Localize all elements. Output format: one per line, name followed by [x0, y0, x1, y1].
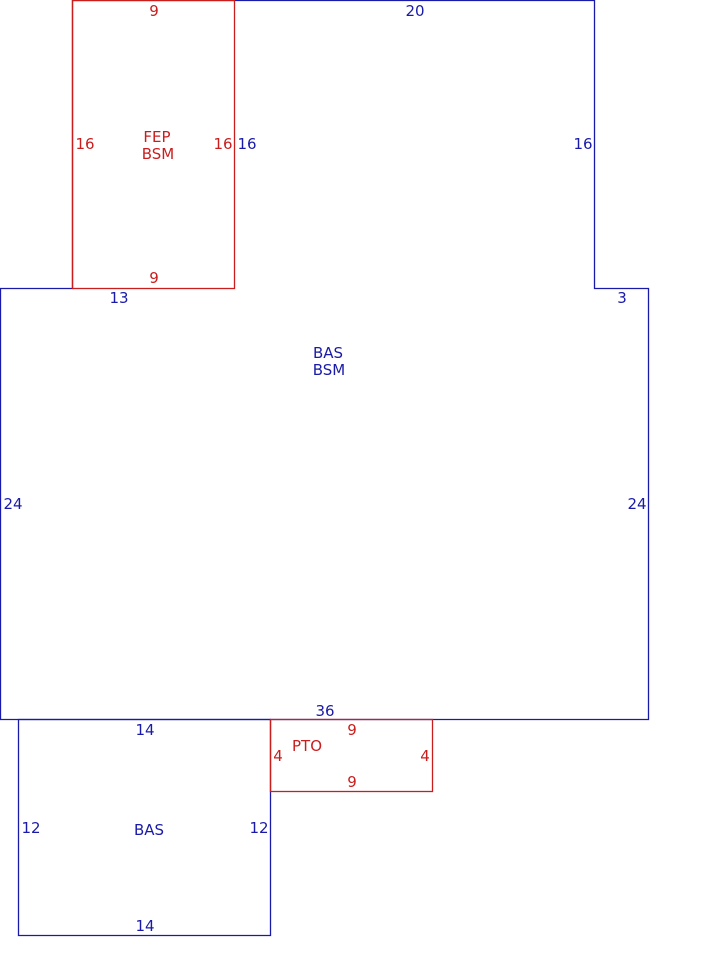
bas-upper-left-dim: 16 — [237, 135, 256, 153]
bas-bsm-left-dim: 24 — [3, 495, 22, 513]
fep-bsm-bottom-dim: 9 — [149, 269, 159, 287]
pto-top-dim: 9 — [347, 721, 357, 739]
bas-upper-top-dim: 20 — [405, 2, 424, 20]
bas-lower-bottom-dim: 14 — [135, 917, 154, 935]
bas-lower-code: BAS — [134, 821, 164, 839]
fep-bsm-left-dim: 16 — [75, 135, 94, 153]
pto-bottom-dim: 9 — [347, 773, 357, 791]
bas-lower-outline — [17, 718, 272, 937]
bas-bsm-bottom-dim: 36 — [315, 702, 334, 720]
bas-bsm-top-left-dim: 13 — [109, 289, 128, 307]
fep-bsm-top-dim: 9 — [149, 2, 159, 20]
pto-right-dim: 4 — [420, 747, 430, 765]
bas-bsm-top-right-dim: 3 — [617, 289, 627, 307]
fep-bsm-outline — [71, 0, 236, 290]
bas-upper-right-dim: 16 — [573, 135, 592, 153]
fep-bsm-code-line2: BSM — [142, 145, 175, 163]
bas-lower-top-dim: 14 — [135, 721, 154, 739]
pto-left-dim: 4 — [273, 747, 283, 765]
bas-lower-right-dim: 12 — [249, 819, 268, 837]
bas-lower-left-dim: 12 — [21, 819, 40, 837]
fep-bsm-right-dim: 16 — [213, 135, 232, 153]
bas-bsm-code-line2: BSM — [313, 361, 346, 379]
pto-outline — [269, 718, 434, 793]
bas-bsm-code-line1: BAS — [313, 344, 343, 362]
bas-bsm-right-dim: 24 — [627, 495, 646, 513]
fep-bsm-code-line1: FEP — [143, 128, 170, 146]
pto-code: PTO — [292, 737, 322, 755]
